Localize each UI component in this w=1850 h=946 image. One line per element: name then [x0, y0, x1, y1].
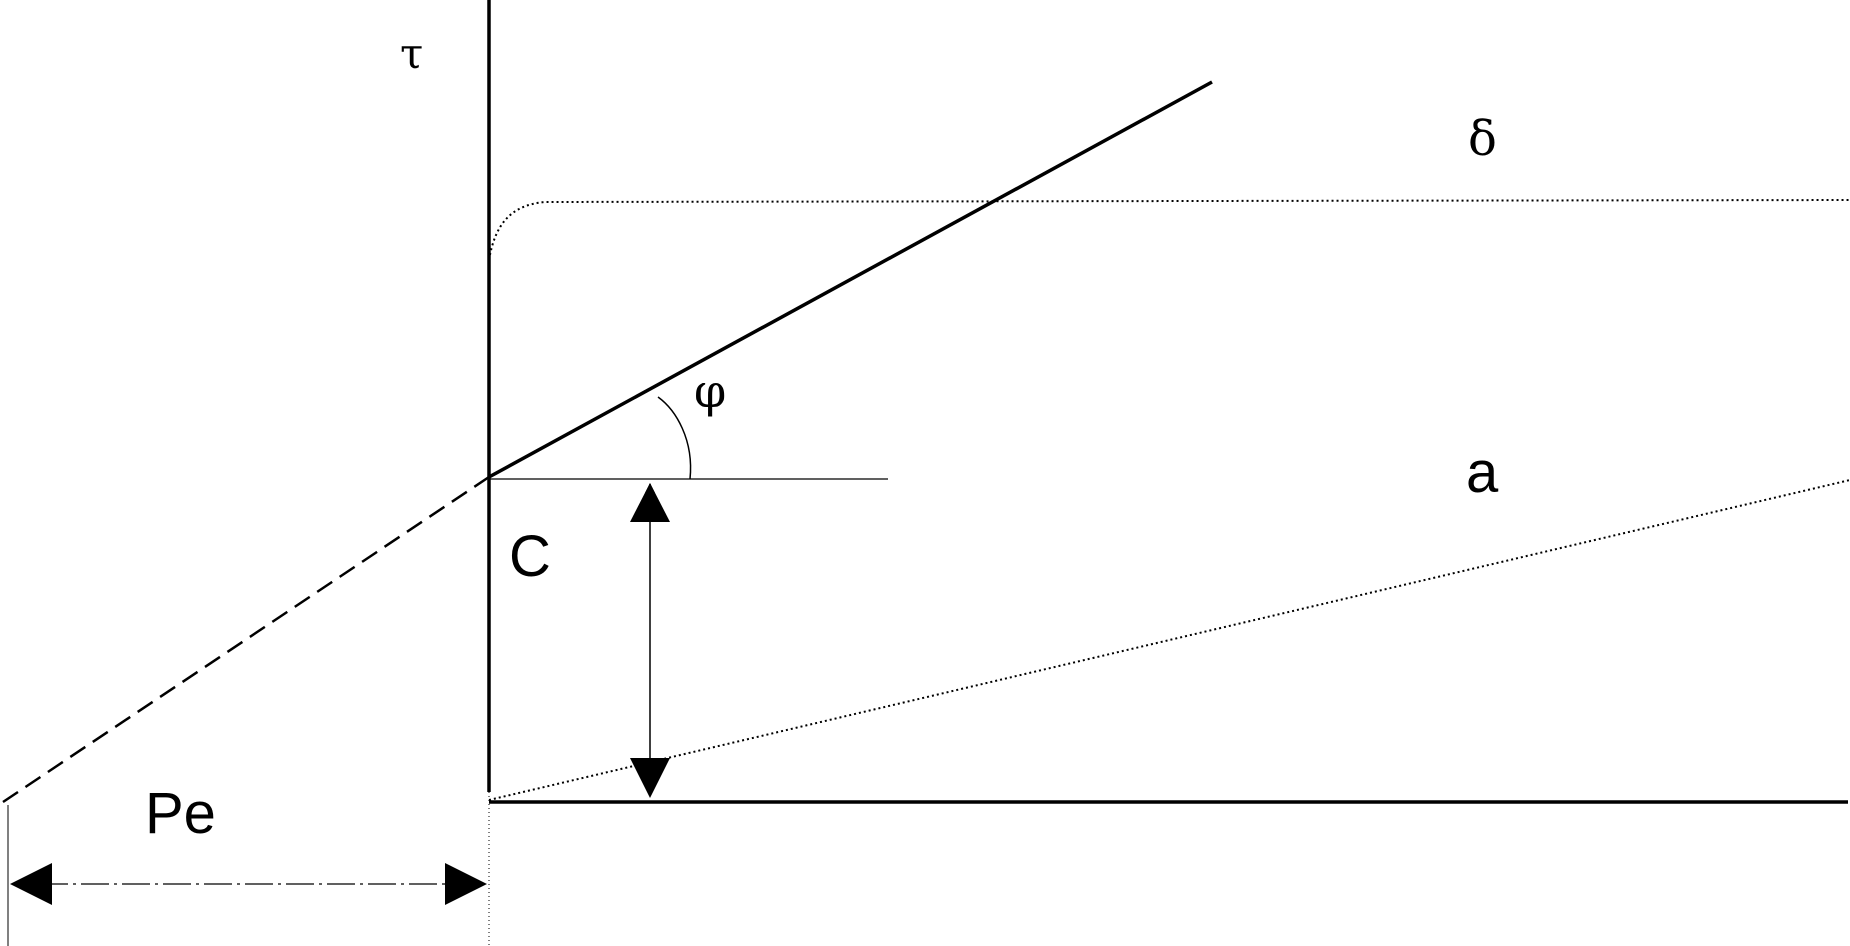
pe-label: Pe — [145, 781, 216, 846]
a-label: a — [1466, 440, 1499, 505]
tau-label: τ — [400, 29, 423, 78]
pe-arrow-right-head — [445, 863, 487, 905]
delta-curve — [488, 199, 1850, 261]
failure-envelope-line — [488, 80, 1213, 479]
c-label: C — [509, 524, 551, 589]
envelope-extension-dashed — [2, 475, 490, 804]
delta-label: δ — [1468, 111, 1497, 167]
phi-label: φ — [694, 364, 726, 418]
pe-arrow-left-head — [10, 863, 52, 905]
c-arrow-bottom-head — [630, 758, 670, 798]
phi-angle-arc — [657, 396, 692, 480]
a-line — [488, 479, 1850, 801]
c-arrow-top-head — [630, 483, 670, 522]
